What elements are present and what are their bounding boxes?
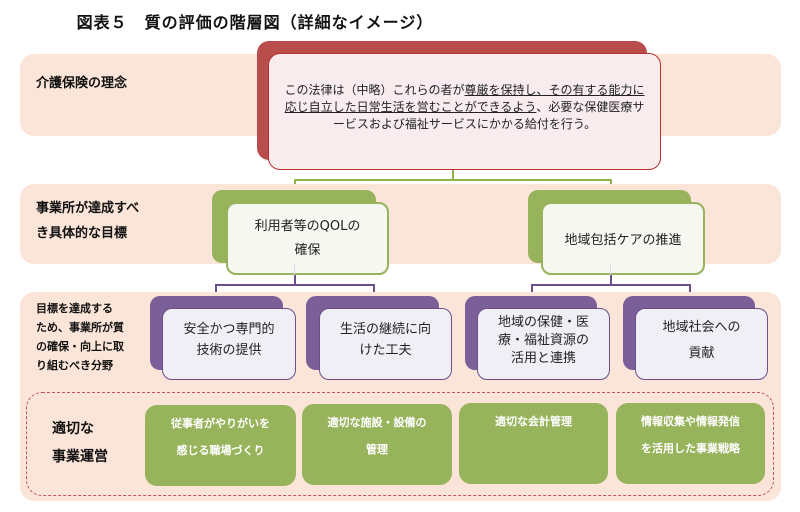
operation-line: 情報収集や情報発信 <box>641 415 740 428</box>
area-line: けた工夫 <box>359 343 412 358</box>
label-line: の確保・向上に取 <box>36 340 124 353</box>
area-line: 技術の提供 <box>196 343 262 358</box>
goal-box-qol: 利用者等のQOLの 確保 <box>226 202 389 275</box>
principle-box: この法律は（中略）これらの者が尊厳を保持し、その有する能力に応じ自立した日常生活… <box>268 53 661 170</box>
label-line: 適切な <box>52 421 94 437</box>
operation-box-accounting: 適切な会計管理 <box>459 403 608 484</box>
connector-areas-right-horizontal <box>531 284 691 286</box>
area-line: 地域の保健・医 <box>497 315 589 330</box>
area-box-resources: 地域の保健・医 療・福祉資源の 活用と連携 <box>477 308 610 380</box>
operation-line: 従事者がやりがいを <box>171 417 270 430</box>
area-line: 生活の継続に向 <box>339 322 431 337</box>
area-line: 療・福祉資源の <box>497 333 589 348</box>
connector-light <box>610 264 611 275</box>
connector-light <box>294 264 295 275</box>
goal-line: 地域包括ケアの推進 <box>564 233 682 248</box>
label-line: 事業所が達成すべ <box>36 201 140 216</box>
principle-text-before: この法律は（中略）これらの者が <box>284 83 465 97</box>
goal-line: 確保 <box>294 242 321 258</box>
connector-goal1-down <box>294 275 296 285</box>
area-box-community-contribution: 地域社会への 貢献 <box>635 308 768 380</box>
connector-principle-down <box>452 170 454 180</box>
operation-line: 感じる職場づくり <box>176 444 265 457</box>
operation-line: 管理 <box>366 443 388 456</box>
operation-box-strategy: 情報収集や情報発信 を活用した事業戦略 <box>616 403 765 484</box>
goal-box-community-care: 地域包括ケアの推進 <box>541 202 705 275</box>
connector-area-1 <box>215 284 217 296</box>
level-label-areas: 目標を達成する ため、事業所が質 の確保・向上に取 り組むべき分野 <box>36 299 124 375</box>
area-line: 貢献 <box>688 346 715 361</box>
connector-area-3 <box>531 284 533 296</box>
connector-area-4 <box>689 284 691 296</box>
connector-areas-left-horizontal <box>215 284 375 286</box>
operation-line: 適切な施設・設備の <box>327 416 427 429</box>
operations-dashed-region <box>26 392 774 496</box>
area-line: 活用と連携 <box>510 351 576 366</box>
goal-line: 利用者等のQOLの <box>254 218 361 234</box>
label-line: き具体的な目標 <box>36 226 128 241</box>
label-line: 目標を達成する <box>36 302 113 315</box>
area-box-life-continuity: 生活の継続に向 けた工夫 <box>319 308 452 380</box>
area-line: 安全かつ専門的 <box>183 322 275 337</box>
connector-goals-horizontal <box>294 179 612 181</box>
label-line: 事業運営 <box>52 449 108 465</box>
principle-text-underlined: 尊厳を保持し、その有する能力に応じ自立した日常生活を営むことができるよう <box>284 83 645 114</box>
area-box-safety: 安全かつ専門的 技術の提供 <box>162 308 296 380</box>
level-label-philosophy: 介護保険の理念 <box>36 72 127 91</box>
label-line: 介護保険の理念 <box>36 76 128 91</box>
principle-text-after: 、必要な保健医療サービスおよび福祉サービスにかかる給付を行う。 <box>332 100 645 131</box>
connector-area-2 <box>373 284 375 296</box>
level-label-goals: 事業所が達成すべ き具体的な目標 <box>36 196 139 246</box>
label-line: り組むべき分野 <box>36 359 113 372</box>
figure-title: 図表５ 質の評価の階層図（詳細なイメージ） <box>76 13 434 32</box>
operation-line: を活用した事業戦略 <box>641 442 740 455</box>
operation-box-facilities: 適切な施設・設備の 管理 <box>302 404 452 485</box>
operation-line: 適切な会計管理 <box>495 415 572 428</box>
area-line: 地域社会への <box>662 320 741 335</box>
label-line: ため、事業所が質 <box>36 321 124 334</box>
operation-box-workplace: 従事者がやりがいを 感じる職場づくり <box>145 405 296 486</box>
connector-goal2-down <box>610 275 612 285</box>
level-label-operations: 適切な 事業運営 <box>52 415 108 471</box>
